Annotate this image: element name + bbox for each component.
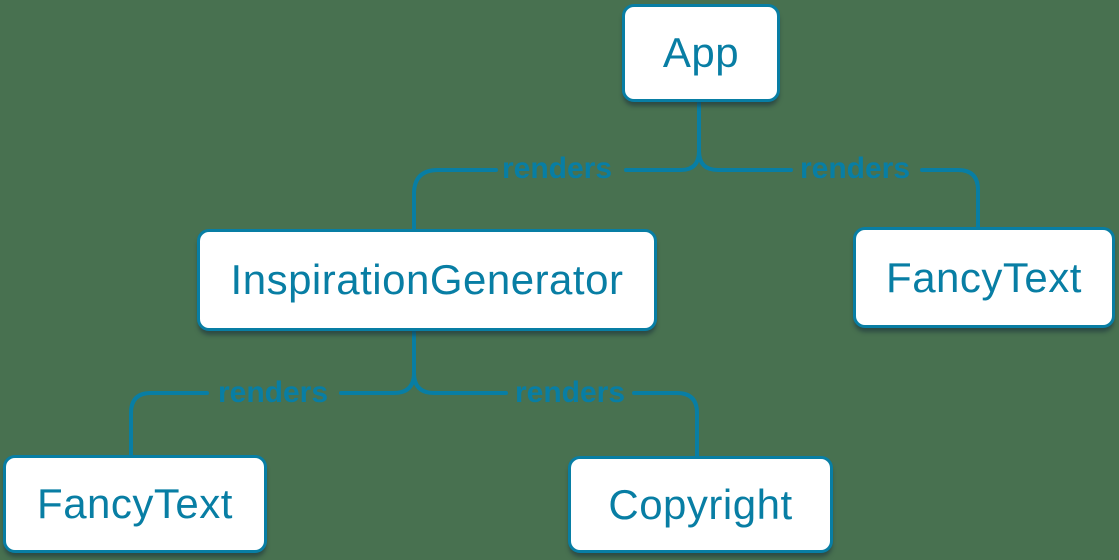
edge-inspirationgenerator-to-copyright-right-curve <box>412 371 508 395</box>
edge-label-inspirationgenerator-copyright: renders <box>514 376 626 409</box>
node-inspiration-generator-label: InspirationGenerator <box>230 256 624 303</box>
edge-app-to-fancytext-right-curve <box>697 149 793 172</box>
edge-label-inspirationgenerator-fancytext: renders <box>217 376 329 409</box>
node-copyright: Copyright <box>568 456 833 553</box>
edge-label-app-inspirationgenerator: renders <box>501 152 613 185</box>
edge-inspirationgenerator-to-fancytext-left-curve <box>339 371 416 395</box>
edge-app-to-inspirationgenerator-drop <box>412 168 498 231</box>
node-inspiration-generator: InspirationGenerator <box>197 229 657 331</box>
node-copyright-label: Copyright <box>608 480 793 528</box>
node-app-label: App <box>662 29 740 76</box>
node-fancy-text-bottom: FancyText <box>3 455 267 553</box>
edge-app-to-inspirationgenerator-left-curve <box>624 149 701 172</box>
edge-label-app-fancytext: renders <box>799 152 911 185</box>
node-fancy-text-top: FancyText <box>853 227 1115 328</box>
node-app: App <box>622 4 780 102</box>
edge-inspirationgenerator-to-fancytext-drop <box>129 391 209 457</box>
edge-inspirationgenerator-to-copyright-drop <box>632 391 699 458</box>
edge-app-to-fancytext-drop <box>920 168 980 229</box>
node-fancy-text-top-label: FancyText <box>886 253 1082 301</box>
node-fancy-text-bottom-label: FancyText <box>37 480 233 527</box>
